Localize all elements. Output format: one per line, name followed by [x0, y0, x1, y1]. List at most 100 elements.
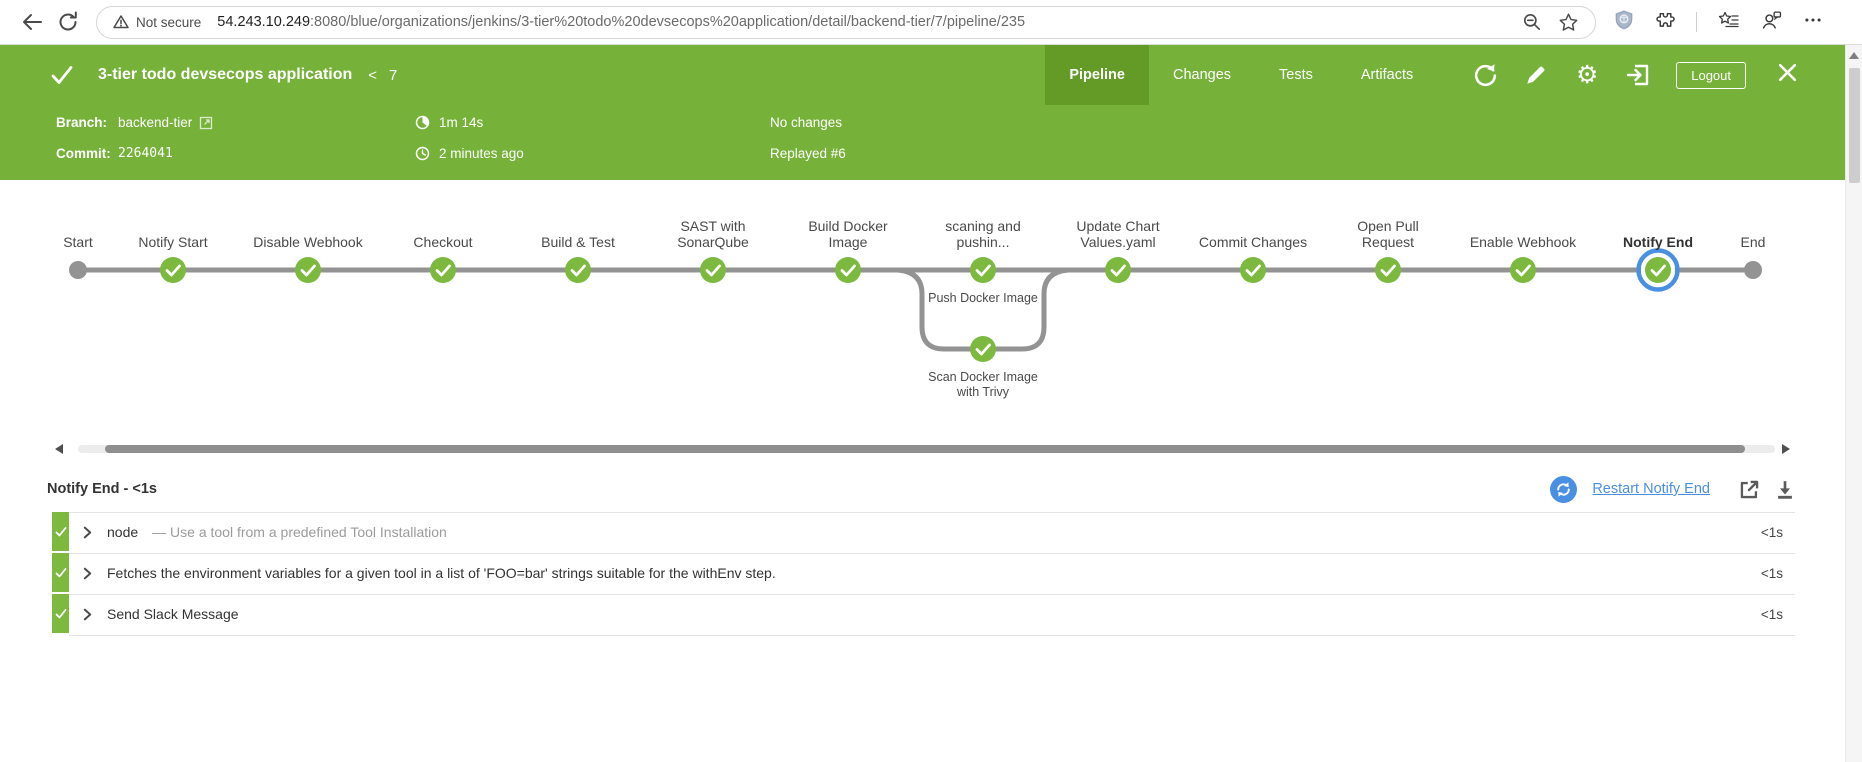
stage-node-enable-webhook[interactable]: [1510, 257, 1536, 283]
browser-refresh-button[interactable]: [50, 4, 86, 40]
zoom-out-button[interactable]: [1522, 12, 1542, 32]
tab-changes[interactable]: Changes: [1172, 67, 1232, 83]
shield-icon: [1615, 10, 1633, 29]
stage-label-checkout: Checkout: [413, 234, 473, 250]
restart-stage-link[interactable]: Restart Notify End: [1592, 481, 1710, 497]
restart-stage-button[interactable]: [1550, 475, 1578, 503]
steps-section: Notify End - <1s Restart Notify End: [0, 468, 1845, 636]
expand-step-chevron-icon[interactable]: [82, 567, 93, 580]
stage-label-scan-and-push: scaning and pushin...: [945, 218, 1021, 250]
step-name: Send Slack Message: [107, 606, 239, 622]
duration-info: 1m 14s: [415, 115, 483, 130]
tab-artifacts[interactable]: Artifacts: [1360, 67, 1414, 83]
branch-label-push-docker-image: Push Docker Image: [928, 291, 1038, 305]
toolbar-divider: [1696, 12, 1697, 32]
pipeline-graph-canvas: [69, 248, 1762, 362]
url-path: :8080/blue/organizations/jenkins/3-tier%…: [310, 14, 1026, 30]
close-button[interactable]: [1776, 61, 1799, 89]
step-row-send-slack[interactable]: Send Slack Message <1s: [52, 594, 1795, 633]
replay-info: Replayed #6: [770, 146, 846, 161]
browser-menu-button[interactable]: [1803, 10, 1823, 35]
open-logs-new-window-button[interactable]: [1739, 479, 1760, 500]
stage-node-checkout[interactable]: [430, 257, 456, 283]
run-success-check-icon: [51, 66, 73, 84]
tab-pipeline[interactable]: Pipeline: [1045, 45, 1149, 105]
tab-tests[interactable]: Tests: [1279, 67, 1313, 83]
step-duration: <1s: [1760, 524, 1783, 540]
stage-node-end[interactable]: [1744, 261, 1762, 279]
step-duration: <1s: [1760, 606, 1783, 622]
stage-node-build-test[interactable]: [565, 257, 591, 283]
stage-label-sast-sonarqube: SAST with SonarQube: [677, 218, 749, 250]
not-secure-label: Not secure: [136, 14, 202, 30]
logout-button[interactable]: Logout: [1676, 61, 1746, 89]
changes-value: No changes: [770, 115, 843, 130]
duration-value: 1m 14s: [439, 115, 484, 130]
step-success-bar: [52, 594, 69, 633]
download-icon: [1778, 480, 1792, 499]
zoom-out-icon: [1523, 13, 1541, 31]
scroll-left-arrow-icon[interactable]: [55, 444, 63, 454]
stage-node-notify-start[interactable]: [160, 257, 186, 283]
tracking-prevention-button[interactable]: [1614, 10, 1634, 35]
step-name: node: [107, 524, 139, 540]
go-to-classic-button[interactable]: [1624, 61, 1652, 89]
favorite-button[interactable]: [1558, 12, 1579, 33]
run-number: 7: [389, 66, 398, 84]
refresh-icon: [59, 11, 77, 31]
step-success-check-icon: [55, 526, 66, 536]
changes-info: No changes: [770, 115, 842, 130]
step-description: — Use a tool from a predefined Tool Inst…: [152, 524, 447, 540]
stage-node-disable-webhook[interactable]: [295, 257, 321, 283]
selected-stage-title: Notify End - <1s: [47, 481, 157, 497]
started-value: 2 minutes ago: [439, 146, 524, 161]
run-chevron: <: [368, 66, 378, 84]
rows-bottom-divider: [69, 635, 1795, 636]
rerun-button[interactable]: [1471, 61, 1499, 89]
page-vertical-scrollbar[interactable]: [1845, 45, 1862, 762]
stage-node-sast-sonarqube[interactable]: [700, 257, 726, 283]
settings-button[interactable]: ⚙: [1573, 61, 1601, 89]
pipeline-graph: Start Notify Start Disable Webhook Check…: [0, 188, 1845, 428]
browser-bar: Not secure 54.243.10.249:8080/blue/organ…: [0, 0, 1862, 45]
commit-label: Commit:: [56, 146, 111, 161]
favorites-list-icon: [1718, 11, 1739, 27]
stage-node-start[interactable]: [69, 261, 87, 279]
step-duration: <1s: [1760, 565, 1783, 581]
stage-node-notify-end[interactable]: [1636, 248, 1680, 292]
stage-node-commit-changes[interactable]: [1240, 257, 1266, 283]
step-row-node[interactable]: node — Use a tool from a predefined Tool…: [52, 512, 1795, 551]
selected-stage-ring: [1636, 248, 1680, 292]
profile-button[interactable]: [1761, 10, 1782, 35]
extensions-button[interactable]: [1655, 10, 1675, 35]
scroll-up-arrow-icon[interactable]: [1849, 52, 1859, 59]
step-row-fetch-env[interactable]: Fetches the environment variables for a …: [52, 553, 1795, 592]
branch-label: Branch:: [56, 115, 108, 130]
stage-node-update-chart-values[interactable]: [1105, 257, 1131, 283]
commit-value: 2264041: [118, 146, 173, 161]
address-bar[interactable]: Not secure 54.243.10.249:8080/blue/organ…: [96, 5, 1596, 39]
stage-node-open-pull-request[interactable]: [1375, 257, 1401, 283]
expand-step-chevron-icon[interactable]: [82, 526, 93, 539]
expand-step-chevron-icon[interactable]: [82, 608, 93, 621]
browser-back-button[interactable]: [14, 4, 50, 40]
edit-button[interactable]: [1522, 61, 1550, 89]
scroll-right-arrow-icon[interactable]: [1782, 444, 1790, 454]
branch-info: Branch: backend-tier: [56, 115, 213, 130]
stage-node-push-docker-image[interactable]: [970, 257, 996, 283]
clock-icon: [415, 146, 430, 161]
replay-value: Replayed #6: [770, 146, 846, 161]
site-security-badge[interactable]: Not secure: [113, 14, 201, 30]
profile-icon: [1762, 10, 1782, 29]
commit-info: Commit: 2264041: [56, 146, 173, 161]
edit-pencil-icon: [1527, 66, 1545, 84]
branch-external-link-icon[interactable]: [199, 116, 213, 130]
scrollbar-thumb[interactable]: [105, 445, 1745, 453]
stage-node-scan-docker-image-trivy[interactable]: [970, 336, 996, 362]
graph-horizontal-scrollbar[interactable]: [0, 442, 1845, 456]
download-logs-button[interactable]: [1775, 479, 1795, 500]
vertical-scrollbar-thumb[interactable]: [1848, 68, 1860, 183]
branch-value[interactable]: backend-tier: [118, 115, 193, 130]
favorites-list-button[interactable]: [1718, 10, 1740, 35]
stage-node-build-docker-image[interactable]: [835, 257, 861, 283]
